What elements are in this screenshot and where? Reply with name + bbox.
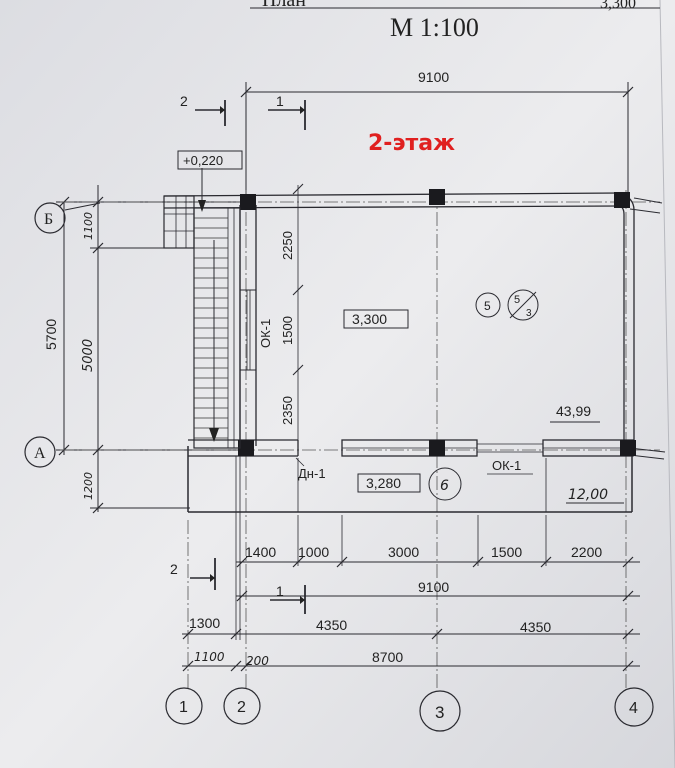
room-number: 5: [484, 299, 491, 313]
balcony-level: 3,280: [357, 473, 421, 493]
dim-left-inner: 5000: [81, 339, 96, 372]
dim-row4-a: 1100: [194, 650, 225, 664]
axis-4-bubble: 4: [614, 687, 654, 727]
bottom-dimension-row-2: 9100: [236, 579, 640, 602]
bottom-dimension-row-3: 1300 4350 4350: [182, 615, 640, 640]
section-2-bottom-marker: 2: [170, 558, 216, 590]
dim-row4-c: 8700: [372, 649, 403, 665]
dim-row3-b: 4350: [316, 617, 347, 633]
level-ceiling-mark: 12,00: [568, 487, 608, 503]
room-fraction-top: 5: [514, 294, 520, 306]
dim-row2: 9100: [418, 579, 449, 595]
stairs: [163, 168, 241, 449]
dim-left-top-small: 1100: [82, 212, 95, 240]
section-2-bottom-label: 2: [170, 561, 178, 577]
dim-row4-b: 200: [246, 654, 269, 668]
bottom-dimension-row-4: 1100 200 8700: [182, 649, 640, 672]
axis-a-bubble: А: [24, 436, 56, 468]
bottom-dimension-row-1: 1400 1000 3000 1500 2200: [235, 456, 640, 640]
axis-3-bubble: 3: [419, 690, 461, 732]
section-2-top-marker: 2: [180, 93, 226, 126]
dim-left-total: 5700: [43, 319, 59, 350]
top-dimension: 9100: [240, 69, 634, 198]
level-stair-landing: +0,220: [183, 153, 223, 168]
axis-2-label: 2: [237, 699, 246, 716]
section-1-top-marker: 1: [268, 93, 306, 130]
room-area-value: 43,99: [556, 403, 591, 419]
room-level: 3,300: [343, 309, 409, 329]
section-1-top-label: 1: [276, 93, 284, 109]
columns: [238, 189, 636, 456]
dim-row1-e: 2200: [571, 544, 602, 560]
header-cut-left: План: [262, 0, 306, 11]
floor-label: 2-этаж: [368, 131, 455, 156]
room-area: 43,99: [550, 403, 600, 423]
dim-left-bottom-small: 1200: [82, 472, 95, 500]
dim-wall-mid: 1500: [280, 316, 295, 345]
window-left-label: ОК-1: [258, 319, 273, 348]
axis-b-label: Б: [44, 211, 53, 228]
wall-dimensions: 2250 1500 2350 ОК-1: [258, 183, 304, 440]
ceiling-mark: 12,00: [566, 487, 624, 504]
level-balcony: 3,280: [366, 475, 401, 491]
axis-2-bubble: 2: [223, 687, 261, 725]
header-cut-right: 3,300: [600, 0, 636, 12]
window-right-label: ОК-1: [492, 458, 521, 473]
room-fraction-bottom: 3: [526, 308, 532, 319]
dim-row3-c: 4350: [520, 619, 551, 635]
dim-row1-d: 1500: [491, 544, 522, 560]
axis-3-label: 3: [435, 703, 444, 722]
opening-labels: Дн-1 ОК-1: [295, 457, 533, 481]
page-edge: [659, 0, 675, 768]
dim-top-total: 9100: [418, 69, 449, 85]
section-1-bottom-marker: 1: [270, 583, 306, 614]
balcony-index-mark: 6: [428, 467, 462, 501]
axis-1-bubble: 1: [165, 687, 203, 725]
stair-landing-level: +0,220: [177, 150, 243, 170]
level-room: 3,300: [352, 311, 387, 327]
door-label: Дн-1: [298, 466, 326, 481]
dim-row1-a: 1400: [245, 544, 276, 560]
balcony-index: 6: [440, 478, 449, 494]
axis-4-label: 4: [629, 700, 638, 717]
axis-b-bubble: Б: [34, 202, 101, 234]
section-1-bottom-label: 1: [276, 583, 284, 599]
section-2-top-label: 2: [180, 93, 188, 109]
scale-title: М 1:100: [390, 13, 479, 42]
left-window-lines: [246, 290, 251, 370]
dim-row3-a: 1300: [189, 615, 220, 631]
dim-row1-c: 3000: [388, 544, 419, 560]
dim-wall-top: 2250: [280, 231, 295, 260]
dim-wall-bottom: 2350: [280, 396, 295, 425]
dim-row1-b: 1000: [298, 544, 329, 560]
axis-1-label: 1: [179, 699, 188, 716]
axis-a-label: А: [34, 445, 46, 462]
room-number-marks: 5 5 3: [475, 289, 539, 321]
